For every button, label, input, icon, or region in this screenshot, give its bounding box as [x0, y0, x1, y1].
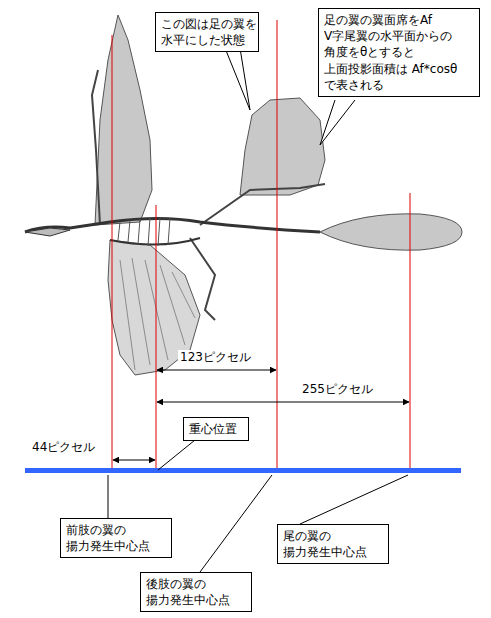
label-box: 後肢の翼の 揚力発生中心点 — [140, 572, 252, 612]
callout-box: この図は足の翼を 水平にした状態 — [155, 12, 259, 52]
label-box: 尾の翼の 揚力発生中心点 — [277, 524, 389, 564]
dimension-label: 44ピクセル — [30, 440, 97, 454]
dimension-label: 255ピクセル — [300, 382, 375, 396]
note-box: 足の翼の翼面席をAf V字尾翼の水平面からの 角度をθとすると 上面投影面積は … — [318, 8, 480, 97]
node-text: 前肢の翼の 揚力発生中心点 — [66, 522, 166, 554]
node-text: 尾の翼の 揚力発生中心点 — [283, 528, 383, 560]
node-text: 足の翼の翼面席をAf V字尾翼の水平面からの 角度をθとすると 上面投影面積は … — [324, 12, 474, 93]
node-text: 後肢の翼の 揚力発生中心点 — [146, 576, 246, 608]
node-text: この図は足の翼を 水平にした状態 — [161, 16, 253, 48]
dimension-label: 123ピクセル — [178, 350, 253, 364]
label-box: 重心位置 — [183, 417, 249, 441]
node-text: 重心位置 — [189, 421, 243, 437]
label-box: 前肢の翼の 揚力発生中心点 — [60, 518, 172, 558]
